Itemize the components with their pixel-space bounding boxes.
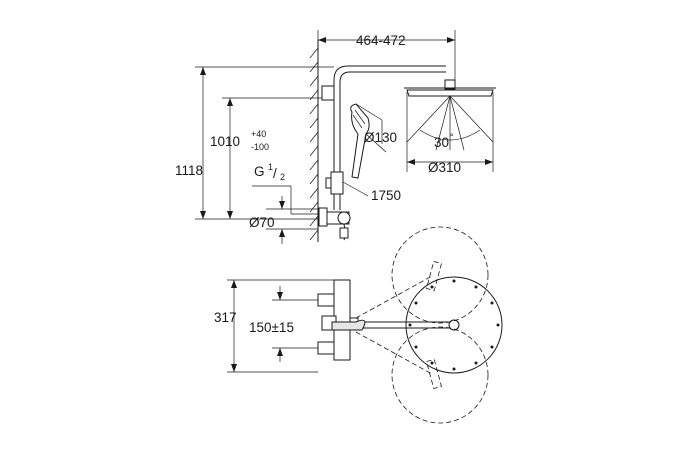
hand-shower-top bbox=[331, 319, 366, 331]
rosette-diameter-label: Ø70 bbox=[249, 215, 275, 230]
svg-text:/: / bbox=[273, 166, 277, 181]
hand-shower-diameter-label: Ø130 bbox=[364, 130, 397, 145]
connection-spacing-label: 150±15 bbox=[249, 320, 294, 335]
dimension-adjustable-height: 1010 +40 -100 bbox=[210, 97, 322, 219]
hand-shower bbox=[350, 103, 370, 179]
dimension-hand-shower: Ø130 bbox=[355, 103, 397, 153]
spray-angle-lines bbox=[406, 95, 494, 151]
dimension-hose: 1750 bbox=[342, 181, 401, 203]
top-view: 317 150±15 bbox=[214, 226, 503, 424]
dimension-connection-spacing: 150±15 bbox=[249, 286, 318, 362]
tolerance-minus: -100 bbox=[251, 142, 269, 152]
mixer-top bbox=[317, 279, 359, 361]
upper-wall-bracket bbox=[321, 85, 335, 101]
thread-denominator: 2 bbox=[280, 172, 285, 182]
side-view: 464-472 1118 1010 +40 -100 G 1 / 2 bbox=[175, 30, 496, 244]
thread-prefix: G bbox=[254, 164, 265, 179]
thread-numerator: 1 bbox=[268, 162, 273, 172]
head-shower-top bbox=[405, 276, 503, 374]
projection-depth-label: 317 bbox=[214, 310, 237, 325]
hand-shower-slider bbox=[330, 171, 344, 195]
mixer-valve bbox=[318, 207, 351, 241]
degree-mark: ° bbox=[450, 132, 454, 142]
hose-length-label: 1750 bbox=[371, 188, 401, 203]
width-range-label: 464-472 bbox=[356, 33, 406, 48]
dimension-head-shower: 30 ° Ø310 bbox=[406, 92, 494, 175]
dimension-width: 464-472 bbox=[317, 30, 456, 80]
riser-pipe bbox=[321, 85, 344, 210]
swivel-angle-label: 30 bbox=[434, 135, 449, 150]
total-height-label: 1118 bbox=[175, 163, 203, 178]
dimension-projection: 317 bbox=[214, 279, 334, 373]
adjustable-height-label: 1010 bbox=[210, 134, 240, 149]
dimension-rosette: Ø70 bbox=[249, 196, 318, 244]
thread-callout: G 1 / 2 bbox=[252, 162, 318, 215]
swivel-positions bbox=[355, 226, 489, 424]
shower-arm bbox=[333, 65, 446, 90]
wall-hatching bbox=[309, 40, 319, 242]
head-shower-diameter-label: Ø310 bbox=[428, 160, 461, 175]
head-shower bbox=[404, 79, 496, 97]
dimension-total-height: 1118 bbox=[175, 66, 334, 220]
tolerance-plus: +40 bbox=[251, 129, 266, 139]
